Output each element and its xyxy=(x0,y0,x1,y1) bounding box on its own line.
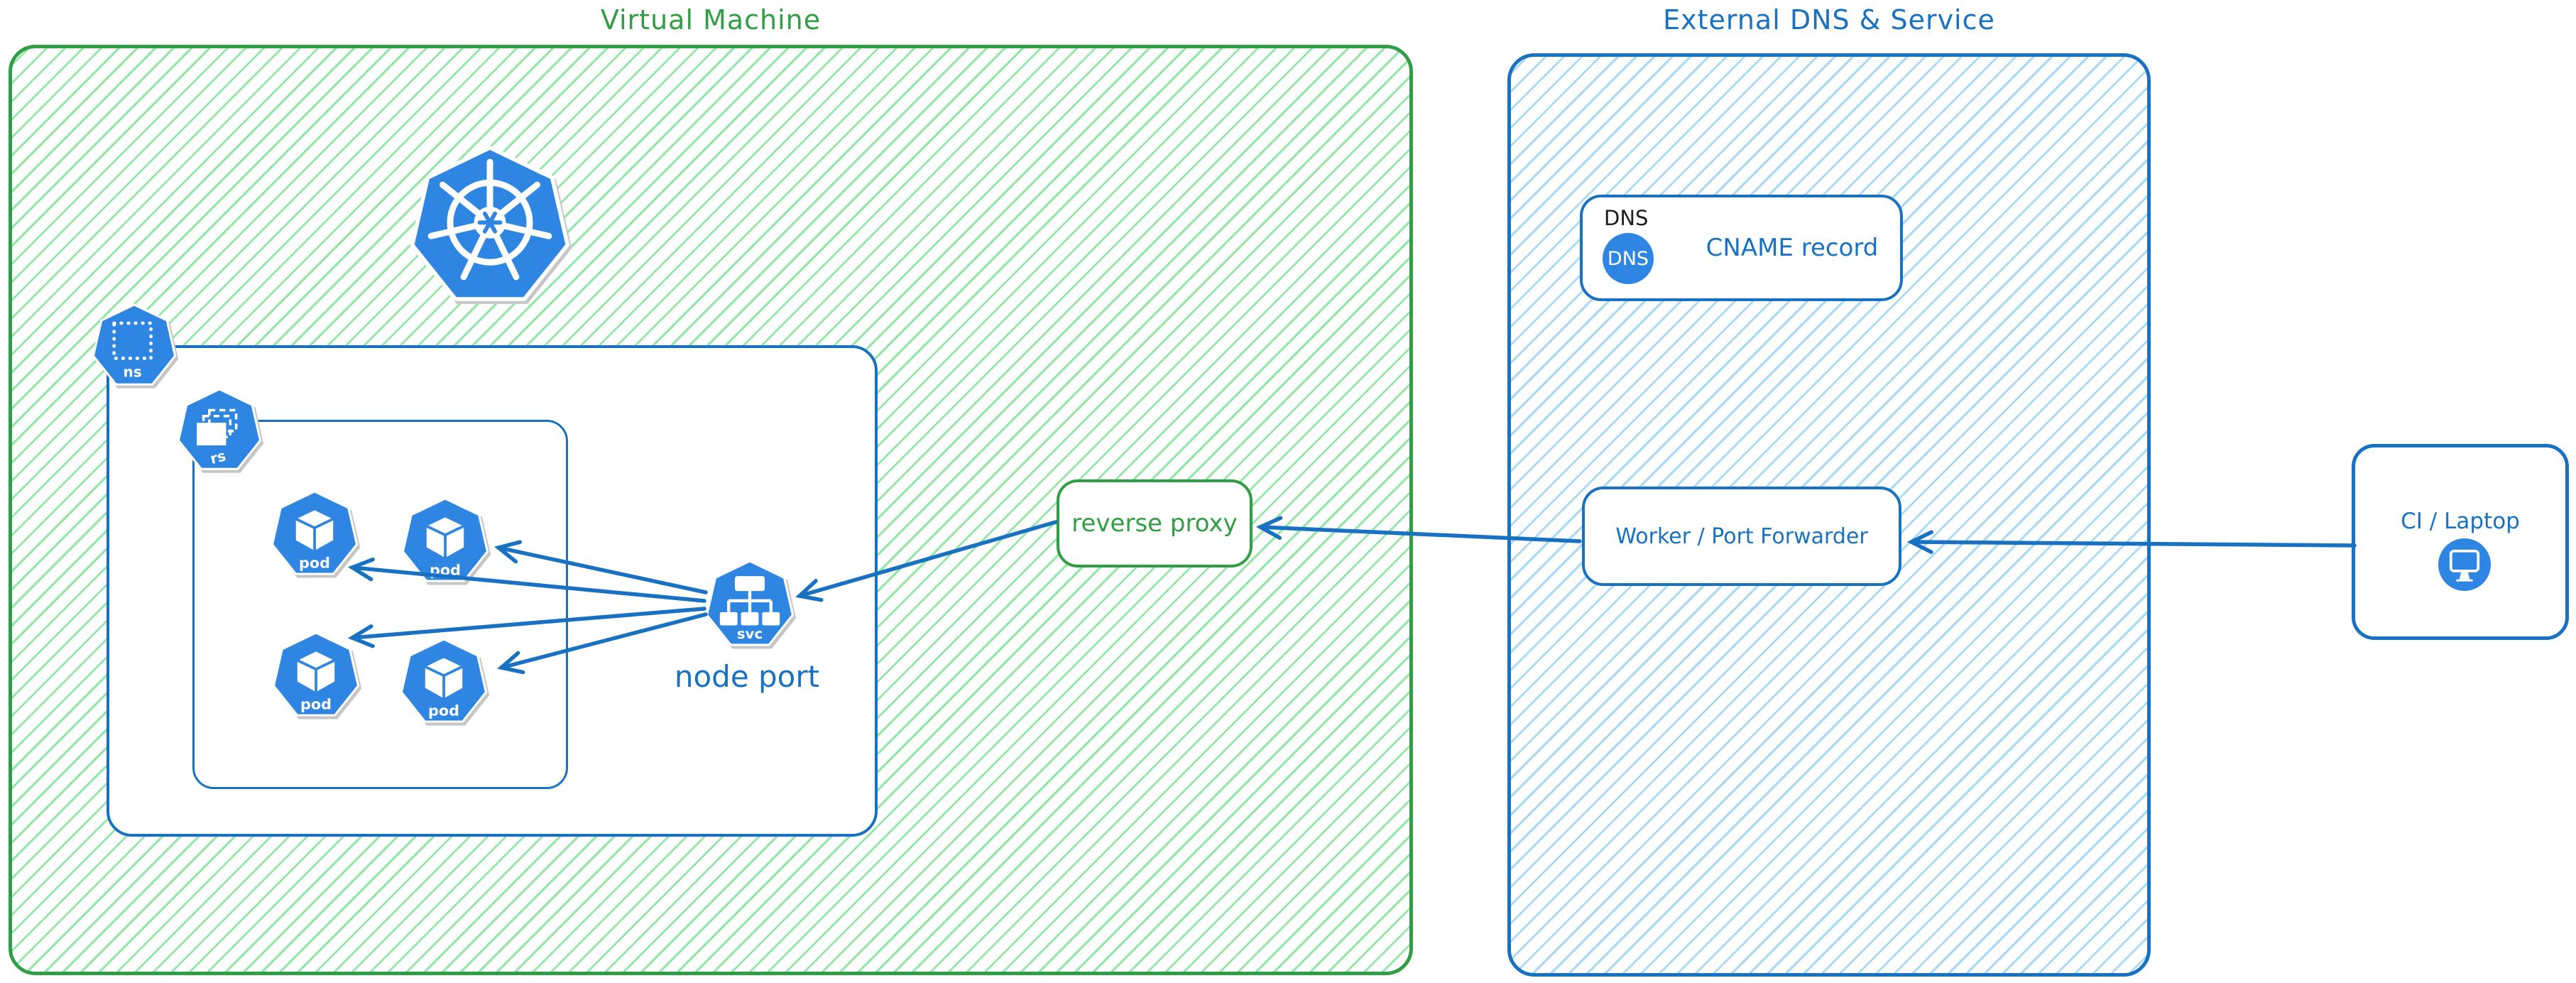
svg-text:pod: pod xyxy=(430,561,461,578)
replicaset-icon: rs xyxy=(177,388,262,473)
reverse-proxy-label: reverse proxy xyxy=(1071,509,1238,538)
monitor-icon xyxy=(2438,538,2491,591)
node-port-label: node port xyxy=(674,659,820,694)
dns-badge-label: DNS xyxy=(1607,247,1649,270)
virtual-machine-title: Virtual Machine xyxy=(600,4,822,36)
pod-icon-2: pod xyxy=(401,497,489,585)
ci-laptop-box: CI / Laptop xyxy=(2352,444,2569,640)
service-icon: svc xyxy=(705,560,795,649)
dns-heading: DNS xyxy=(1604,206,1649,230)
svg-text:pod: pod xyxy=(300,695,332,712)
external-dns-title: External DNS & Service xyxy=(1663,4,1995,36)
svg-text:ns: ns xyxy=(124,363,142,380)
pod-icon-1: pod xyxy=(271,490,359,578)
cname-label: CNAME record xyxy=(1705,234,1879,262)
dns-record-box: DNS DNS CNAME record xyxy=(1580,195,1903,301)
kubernetes-logo-icon xyxy=(410,145,570,307)
dns-badge-icon: DNS xyxy=(1603,233,1654,284)
pod-icon-4: pod xyxy=(400,638,488,726)
svg-text:pod: pod xyxy=(428,702,459,719)
worker-port-forwarder-label: Worker / Port Forwarder xyxy=(1615,523,1868,549)
ci-laptop-label: CI / Laptop xyxy=(2401,509,2520,534)
namespace-icon: ns xyxy=(92,303,177,389)
svg-text:svc: svc xyxy=(737,626,763,642)
reverse-proxy-box: reverse proxy xyxy=(1057,479,1252,567)
svg-text:pod: pod xyxy=(299,554,330,571)
pod-icon-3: pod xyxy=(272,631,360,719)
worker-port-forwarder-box: Worker / Port Forwarder xyxy=(1582,487,1901,586)
replicaset-box xyxy=(192,420,568,789)
